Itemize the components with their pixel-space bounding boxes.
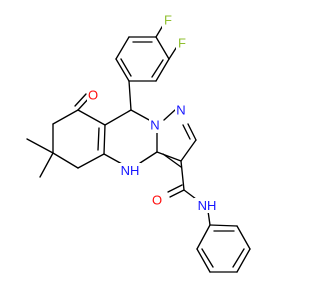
- bond: [209, 224, 238, 227]
- bond: [77, 109, 106, 126]
- amide-nh-nitrogen: N: [198, 198, 207, 213]
- bond: [196, 224, 211, 250]
- bond: [52, 109, 79, 125]
- nitrogen-atom: N: [150, 118, 159, 133]
- amide-nh-hydrogen: H: [207, 198, 216, 213]
- bond: [103, 124, 106, 155]
- oxygen-atom: O: [152, 193, 162, 208]
- bond: [52, 152, 79, 169]
- bond: [201, 248, 214, 268]
- bond: [236, 248, 251, 273]
- bond: [155, 58, 170, 82]
- bond: [182, 124, 191, 140]
- bond-layer: [26, 21, 251, 273]
- bond: [236, 225, 251, 250]
- nh-hydrogen: H: [130, 163, 139, 178]
- bond: [232, 248, 245, 268]
- bond: [167, 184, 183, 193]
- bond: [162, 153, 182, 168]
- bond: [139, 151, 158, 164]
- bond: [26, 138, 54, 154]
- bond: [156, 151, 182, 162]
- bond: [183, 189, 197, 200]
- atom-layer: F F O O N N NH NH NH NH: [87, 13, 218, 213]
- bond: [151, 59, 164, 78]
- oxygen-atom: O: [88, 88, 98, 103]
- nitrogen-atom: N: [176, 103, 185, 118]
- bond: [163, 109, 176, 121]
- bond: [196, 248, 211, 273]
- bond: [180, 139, 197, 162]
- bond: [74, 93, 87, 107]
- bond: [103, 153, 123, 165]
- bond: [128, 80, 132, 111]
- molecule-structure-diagram: F F O O N N NH NH NH NH: [26, 13, 251, 273]
- fluorine-atom: F: [164, 13, 172, 28]
- bond: [155, 36, 170, 60]
- bond: [130, 109, 152, 122]
- bond: [97, 127, 100, 151]
- bond: [115, 58, 130, 82]
- bond: [104, 109, 132, 126]
- bond: [115, 36, 130, 60]
- nh-group: NH: [121, 163, 140, 178]
- bond: [120, 58, 132, 77]
- bond: [187, 123, 197, 141]
- fluorine-atom: F: [178, 36, 186, 51]
- bond: [77, 153, 105, 169]
- nh-nitrogen: N: [121, 163, 130, 178]
- bond: [169, 189, 185, 198]
- bond: [207, 210, 211, 226]
- bond: [39, 152, 54, 178]
- bond: [180, 160, 185, 191]
- amide-nh-group: NH: [198, 198, 217, 213]
